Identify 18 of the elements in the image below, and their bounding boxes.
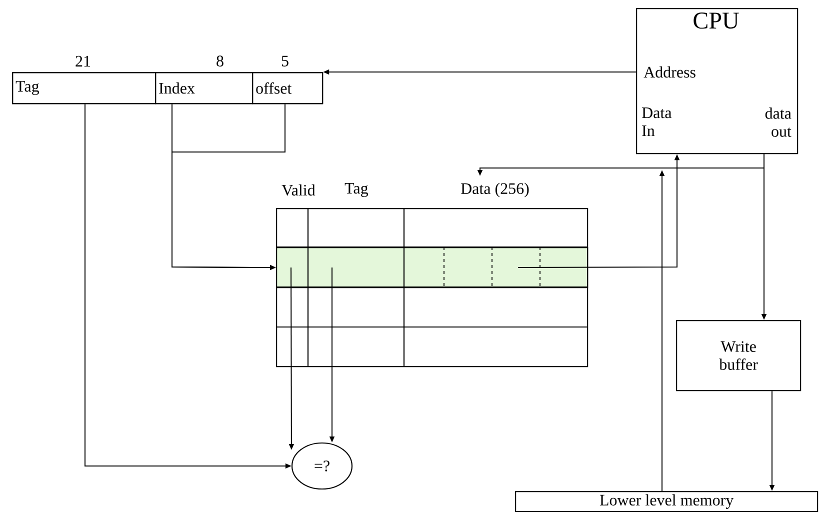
port-label: Address	[644, 66, 696, 78]
bit-width-label: 5	[282, 56, 288, 66]
selected-row	[276, 247, 588, 288]
cpu-label: CPU	[694, 12, 739, 29]
port-label: Data In	[642, 108, 672, 136]
column-header: Data (256)	[461, 182, 529, 198]
register-field: Tag	[12, 72, 156, 104]
cache-table	[276, 182, 588, 368]
column-header: Valid	[282, 184, 316, 196]
cpu-box	[636, 8, 798, 154]
write-buffer-box: Write buffer	[676, 320, 802, 392]
bit-width-label: 8	[216, 56, 224, 66]
memory-box: Lower level memory	[515, 491, 818, 512]
port-label: data out	[765, 108, 792, 137]
register-field: Index	[155, 72, 254, 104]
column-header: Tag	[344, 183, 368, 197]
bit-width-label: 21	[76, 56, 90, 66]
register-field: offset	[252, 72, 324, 104]
